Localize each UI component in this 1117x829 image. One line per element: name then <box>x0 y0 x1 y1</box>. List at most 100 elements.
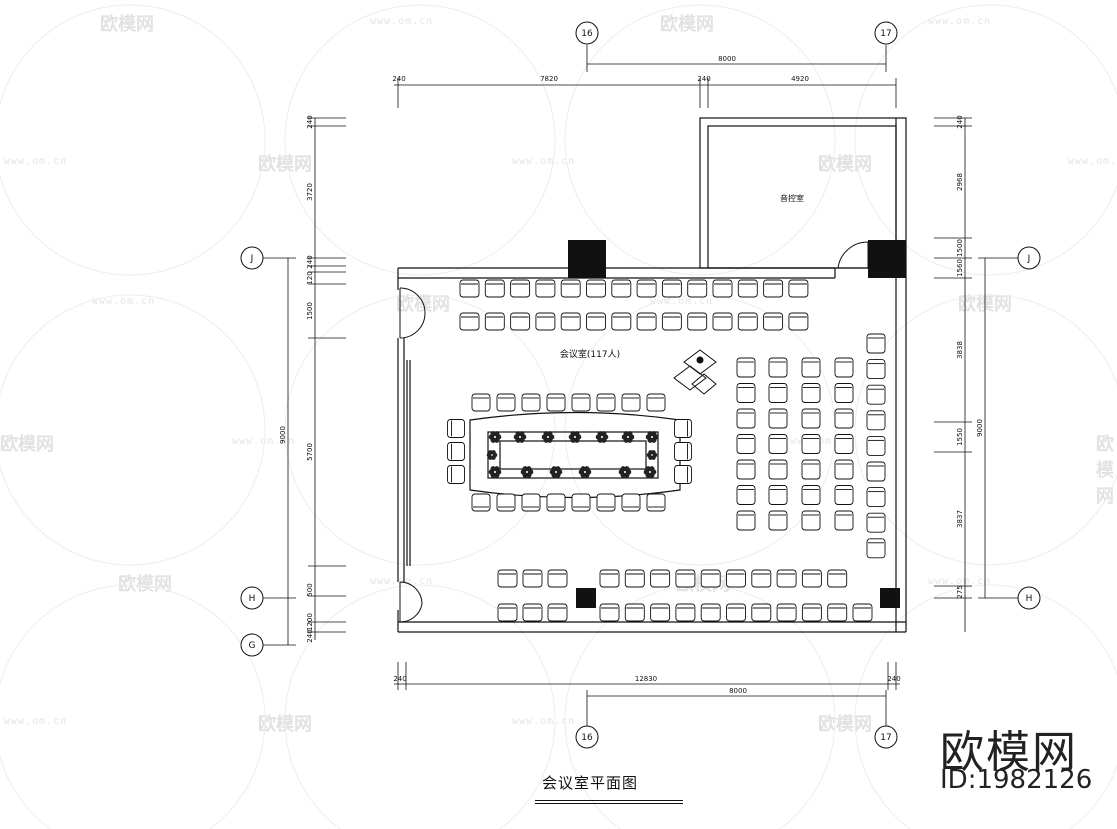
dim-left-part: 240 <box>306 115 314 128</box>
chair <box>866 410 886 431</box>
chair <box>586 312 606 331</box>
plant-symbol <box>549 466 563 478</box>
chair <box>768 459 788 480</box>
dim-bottom-end: 240 <box>393 675 406 683</box>
chair <box>661 312 682 331</box>
room-label: 会议室(117人) <box>560 348 620 360</box>
storage-room-label: 音控室 <box>780 193 804 203</box>
chair <box>801 357 821 378</box>
chair <box>546 493 566 512</box>
brand-id: ID:1982126 <box>940 765 1093 795</box>
dim-top-outer: 8000 <box>718 55 736 63</box>
chair <box>535 312 556 331</box>
chair <box>471 393 491 412</box>
chair <box>726 569 746 588</box>
axis-bubble: H <box>240 586 264 610</box>
chair <box>459 312 480 331</box>
chair <box>776 603 797 622</box>
watermark-url: www.om.cn <box>370 16 434 27</box>
plant-symbol <box>621 431 635 443</box>
chair <box>596 493 616 512</box>
chair <box>646 393 666 412</box>
plant-symbol <box>578 466 592 478</box>
dim-left-part: 240 <box>306 255 314 268</box>
table-plants <box>486 431 659 478</box>
watermark-url: www.om.cn <box>928 16 992 27</box>
chair <box>571 393 591 412</box>
watermark-text: 欧模网 <box>258 154 312 175</box>
dim-right-part: 3838 <box>956 341 964 359</box>
dim-left-part: 500 <box>306 583 314 596</box>
axis-label: J <box>1027 254 1031 264</box>
plant-symbol <box>488 466 502 478</box>
watermark-text: 欧模网 <box>1096 434 1114 507</box>
chair <box>801 569 822 588</box>
chair <box>866 512 886 533</box>
dim-left-part: 1200 <box>306 613 314 631</box>
chair <box>801 434 821 454</box>
watermark-url: www.om.cn <box>1068 156 1117 167</box>
dim-right-part: 1550 <box>956 428 964 446</box>
chair <box>768 485 788 505</box>
chair <box>624 569 645 588</box>
dim-left-outer: 9000 <box>279 426 287 444</box>
chair <box>624 603 645 622</box>
dim-bottom-end: 240 <box>887 675 900 683</box>
dim-top-part: 240 <box>392 75 405 83</box>
axis-bubble: J <box>240 246 264 270</box>
watermark-text: 欧模网 <box>660 14 714 35</box>
brand-logo-text: 欧模网 <box>940 727 1078 778</box>
watermark-circles <box>0 4 1117 829</box>
axis-label: G <box>249 641 256 651</box>
chair <box>788 279 809 298</box>
axis-bubble: 16 <box>575 725 599 749</box>
chair <box>712 312 733 331</box>
chair <box>646 493 666 512</box>
chair <box>459 279 480 298</box>
chair <box>768 408 788 429</box>
chair <box>834 408 854 429</box>
chair <box>736 434 756 454</box>
chair <box>834 459 854 480</box>
chair <box>496 393 516 412</box>
axis-bubble: 17 <box>874 21 898 45</box>
chair <box>827 569 848 588</box>
plant-symbol <box>643 466 657 478</box>
watermark-url: www.om.cn <box>4 716 68 727</box>
chair <box>471 493 491 512</box>
plant-symbol <box>568 431 582 443</box>
chair <box>834 383 854 403</box>
chair <box>763 279 784 298</box>
watermark-url: www.om.cn <box>4 156 68 167</box>
watermark-url: www.om.cn <box>512 716 576 727</box>
chair <box>599 569 620 588</box>
drawing-title: 会议室平面图 <box>542 774 639 792</box>
chair <box>674 442 692 461</box>
chair <box>496 493 516 512</box>
chair <box>751 569 772 588</box>
dim-right-part: 1560 <box>956 259 964 277</box>
chair <box>737 312 758 331</box>
dim-left-part: 120 <box>306 271 314 284</box>
chair <box>834 510 854 531</box>
axis-label: J <box>250 254 254 264</box>
door-swings <box>399 241 869 623</box>
dim-left-part: 1500 <box>306 302 314 320</box>
chair <box>736 459 756 480</box>
chair <box>768 510 788 531</box>
chair <box>611 279 632 298</box>
chair <box>447 465 465 484</box>
plant-symbol <box>595 431 609 443</box>
plant-symbol <box>618 466 632 478</box>
chair <box>866 435 886 456</box>
chair <box>484 279 505 298</box>
chair <box>834 357 854 378</box>
chair <box>866 333 886 354</box>
chair <box>661 279 682 298</box>
chair <box>497 603 518 622</box>
chair <box>674 465 692 484</box>
chair <box>866 461 886 482</box>
plant-symbol <box>486 450 498 460</box>
dim-right-part: 275 <box>956 585 964 598</box>
